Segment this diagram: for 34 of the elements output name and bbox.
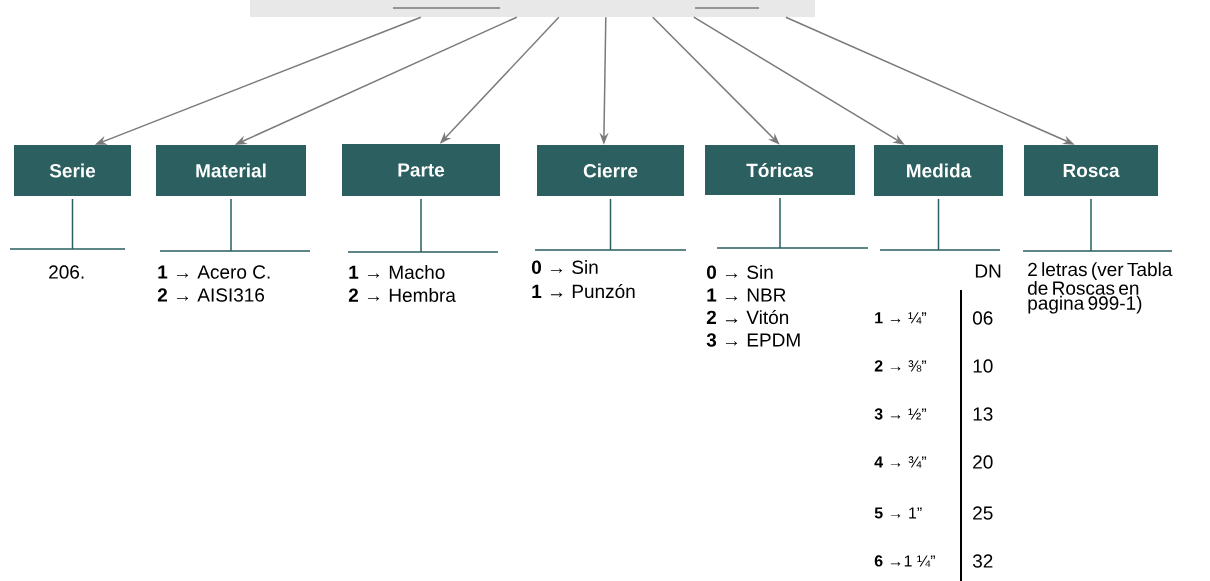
field-header-box: Serie xyxy=(14,145,131,196)
option-text: 1 → Punzón xyxy=(532,283,635,299)
option-text: 32 xyxy=(972,554,993,568)
option-text: 0 → Sin xyxy=(706,265,773,279)
option-text: 2 → Vitón xyxy=(706,309,789,325)
field-header-box: Parte xyxy=(342,144,500,196)
option-text: 3 → EPDM xyxy=(706,333,800,347)
option-text: 13 xyxy=(973,407,993,421)
option-text: 5 → 1” xyxy=(874,507,922,519)
field-header-box: Tóricas xyxy=(705,145,855,195)
field-header-box: Medida xyxy=(874,145,1003,196)
note-text: 2 letras (ver Tabla de Roscas en pagina 999-1) xyxy=(1028,262,1173,314)
option-text: 0 → Sin xyxy=(531,260,598,274)
option-text: 4 → ¾” xyxy=(874,456,927,468)
option-text: 1 → ¼” xyxy=(875,312,927,324)
field-header-box: Rosca xyxy=(1024,145,1158,196)
option-text: 1 → Acero C. xyxy=(158,265,270,279)
arrow xyxy=(652,16,780,145)
option-text: 1 → Macho xyxy=(349,265,445,279)
option-text: 6 →1 ¼” xyxy=(874,555,935,567)
option-text: 2 → Hembra xyxy=(348,288,456,302)
column-heading: DN xyxy=(975,264,1001,278)
option-text: 25 xyxy=(973,506,993,520)
option-text: 1 → NBR xyxy=(707,288,786,302)
option-text: 20 xyxy=(973,455,993,469)
option-text: 10 xyxy=(973,359,993,373)
field-header-box: Cierre xyxy=(537,145,684,196)
option-text: 2 → AISI316 xyxy=(157,288,265,302)
field-header-box: Material xyxy=(156,145,306,196)
option-text: 2 → ⅜” xyxy=(874,360,927,372)
code-band xyxy=(250,0,815,17)
option-text: 206. xyxy=(49,265,84,279)
option-text: 3 → ½” xyxy=(874,408,927,420)
option-text: 06 xyxy=(972,311,993,325)
